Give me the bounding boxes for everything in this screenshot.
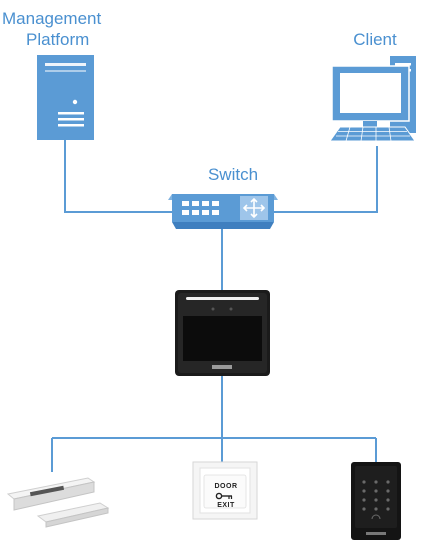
- card-reader-icon: [351, 462, 401, 540]
- key-icon: [215, 492, 233, 500]
- connection-lines: [51, 140, 378, 472]
- link-server-switch: [64, 140, 178, 213]
- exit-button-icon: [192, 461, 258, 520]
- link-client-switch: [272, 146, 378, 213]
- management-platform-label-line2: Platform: [26, 30, 90, 49]
- desktop-computer-icon: [329, 56, 416, 142]
- switch-label: Switch: [207, 165, 259, 184]
- client-label: Client: [353, 30, 397, 49]
- magnetic-lock-icon: [6, 477, 110, 528]
- exit-button-text-exit: EXIT: [217, 502, 235, 509]
- management-platform-label: Management Platform: [2, 8, 122, 50]
- management-platform-label-line1: Management: [2, 9, 102, 28]
- face-recognition-terminal-icon: [175, 290, 270, 376]
- server-icon: [37, 55, 94, 140]
- exit-button-text-door: DOOR: [214, 483, 238, 490]
- network-switch-icon: [168, 194, 278, 229]
